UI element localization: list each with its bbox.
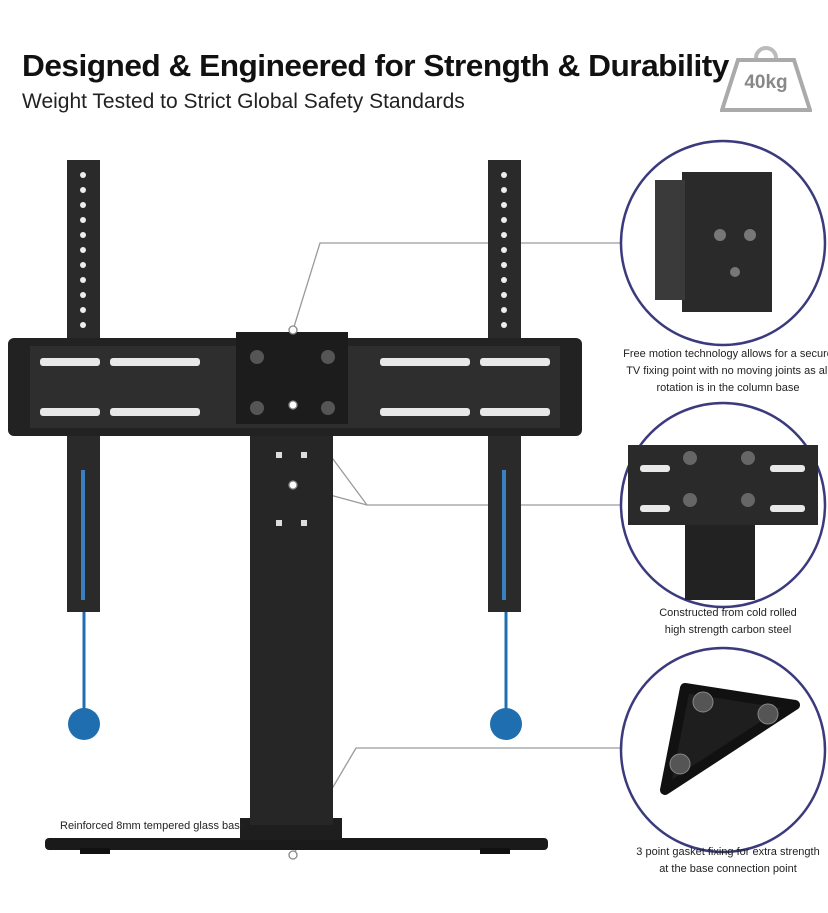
- callout-text: Free motion technology allows for a secu…: [623, 348, 828, 360]
- callout-mount: Free motion technology allows for a secu…: [615, 346, 828, 397]
- weight-badge: 40kg: [719, 44, 813, 114]
- weight-label: 40kg: [744, 72, 788, 93]
- callout-text: Constructed from cold rolled: [659, 607, 797, 619]
- callout-text: at the base connection point: [659, 863, 797, 875]
- callout-text: high strength carbon steel: [664, 624, 792, 636]
- callout-text: TV fixing point with no moving joints as…: [626, 365, 828, 377]
- pin-knob-right: [490, 708, 522, 740]
- callout-steel: Constructed from cold rolled high streng…: [615, 605, 828, 639]
- callout-gasket: 3 point gasket fixing for extra strength…: [615, 844, 828, 878]
- detail-circle-bar: [619, 401, 827, 609]
- pin-knob-left: [68, 708, 100, 740]
- page-subtitle: Weight Tested to Strict Global Safety St…: [22, 90, 465, 113]
- callout-text: 3 point gasket fixing for extra strength: [636, 846, 820, 858]
- page-title: Designed & Engineered for Strength & Dur…: [22, 48, 729, 83]
- callout-text: rotation is in the column base: [656, 382, 800, 394]
- column: [250, 430, 333, 825]
- detail-circle-mount: [619, 139, 827, 347]
- base-caption: Reinforced 8mm tempered glass base: [60, 820, 246, 832]
- weight-icon: [719, 46, 813, 112]
- glass-base: [45, 838, 548, 850]
- detail-circle-gasket: [619, 646, 827, 854]
